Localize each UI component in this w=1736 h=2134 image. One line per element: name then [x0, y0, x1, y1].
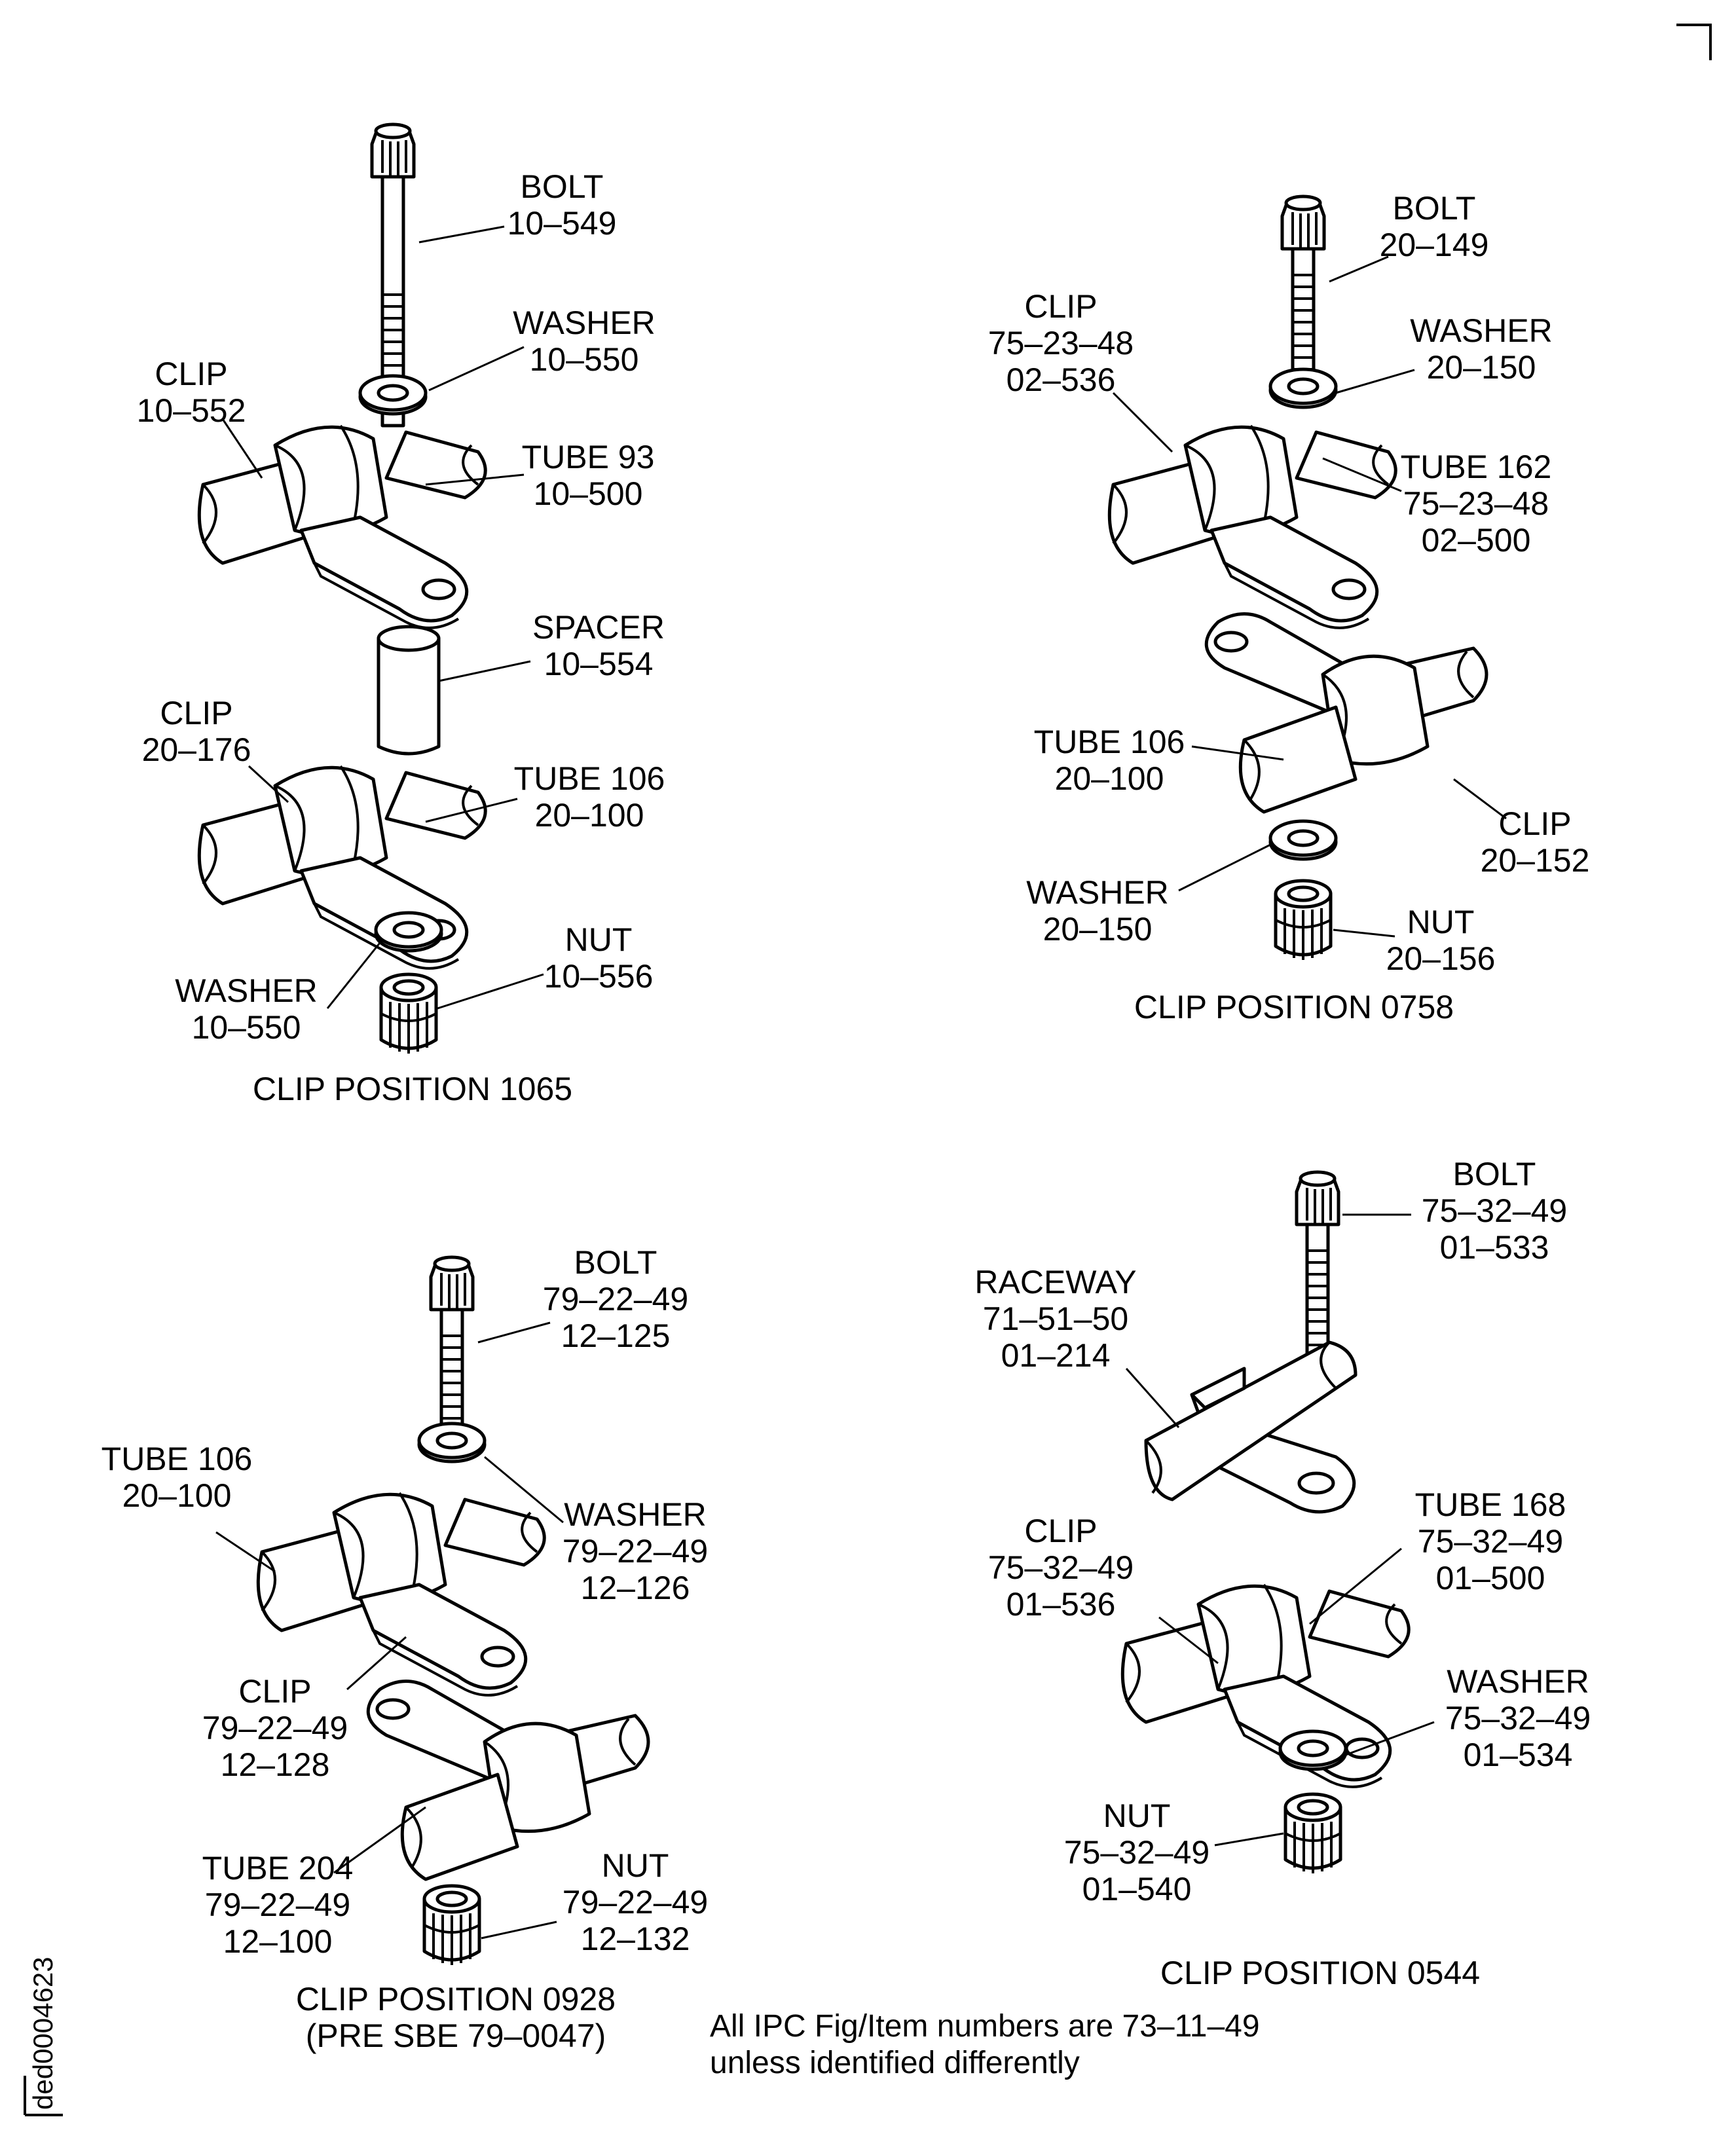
leader-washer-0544 — [1345, 1721, 1435, 1756]
bolt-12-125-part — [431, 1257, 473, 1441]
bolt-01-533-part — [1297, 1172, 1339, 1355]
spacer-10-554-part — [377, 625, 441, 756]
washer-12-126-part — [419, 1424, 485, 1462]
caption-clip-position-0928: CLIP POSITION 0928(PRE SBE 79–0047) — [296, 1981, 616, 2054]
leader-washer-bottom-1065 — [326, 942, 381, 1009]
clip-20-176-tube106-part — [199, 766, 485, 968]
leader-washer-1065 — [428, 346, 525, 392]
drawing-id-block: ded0004623 — [24, 1957, 63, 2116]
leader-clip-0544 — [1158, 1616, 1219, 1665]
leader-tube106-0758 — [1191, 745, 1284, 761]
leader-tube168-0544 — [1309, 1547, 1402, 1625]
leader-raceway-0544 — [1125, 1368, 1180, 1428]
washer-10-550-top-part — [360, 376, 426, 414]
washer-01-534-part — [1280, 1731, 1346, 1769]
leader-bolt-1065 — [418, 225, 505, 244]
leader-clip-bottom-1065 — [248, 765, 289, 803]
corner-crop-mark — [1676, 24, 1712, 60]
nut-01-540-part — [1285, 1794, 1340, 1873]
leader-clip-bottom-0758 — [1453, 778, 1507, 820]
leader-bolt-0928 — [477, 1321, 551, 1344]
caption-clip-position-0758: CLIP POSITION 0758 — [1134, 989, 1454, 1025]
leader-tube106-1065 — [425, 798, 518, 823]
clip-12-128-tube106-part — [258, 1493, 544, 1695]
bolt-20-149-part — [1282, 196, 1324, 380]
clip-02-536-tube162-part — [1109, 426, 1395, 628]
washer-20-150-bottom-part — [1270, 821, 1336, 859]
leader-clip-0928 — [346, 1636, 407, 1691]
leader-nut-0758 — [1333, 929, 1395, 938]
raceway-01-214-part — [1144, 1340, 1357, 1514]
leader-tube162-0758 — [1322, 457, 1402, 492]
leader-tube204-0928 — [333, 1806, 426, 1874]
leader-nut-0928 — [481, 1921, 557, 1940]
clip-20-152-tube106-part — [1206, 614, 1487, 813]
nut-12-132-part — [424, 1886, 479, 1965]
leader-clip-top-0758 — [1112, 392, 1173, 453]
leader-washer-top-0758 — [1335, 369, 1415, 394]
leader-washer-0928 — [484, 1456, 564, 1524]
clip-10-552-tube93-part — [199, 426, 485, 628]
leader-tube106-0928 — [215, 1531, 276, 1573]
caption-clip-position-1065: CLIP POSITION 1065 — [253, 1071, 572, 1107]
drawing-id-label: ded0004623 — [28, 1957, 58, 2110]
leader-spacer-1065 — [438, 660, 531, 682]
leader-tube93-1065 — [425, 473, 525, 486]
clip-01-536-tube168-part — [1122, 1585, 1409, 1787]
leader-nut-0544 — [1214, 1832, 1284, 1847]
leader-bolt-0758 — [1329, 255, 1389, 283]
leader-washer-bottom-0758 — [1178, 843, 1271, 892]
leader-nut-1065 — [437, 973, 544, 1010]
leader-clip-top-1065 — [221, 418, 263, 479]
nut-10-556-part — [381, 974, 436, 1054]
washer-20-150-top-part — [1270, 369, 1336, 407]
caption-clip-position-0544: CLIP POSITION 0544 — [1160, 1955, 1480, 1991]
nut-20-156-part — [1276, 881, 1331, 960]
washer-10-550-bottom-part — [376, 913, 441, 951]
